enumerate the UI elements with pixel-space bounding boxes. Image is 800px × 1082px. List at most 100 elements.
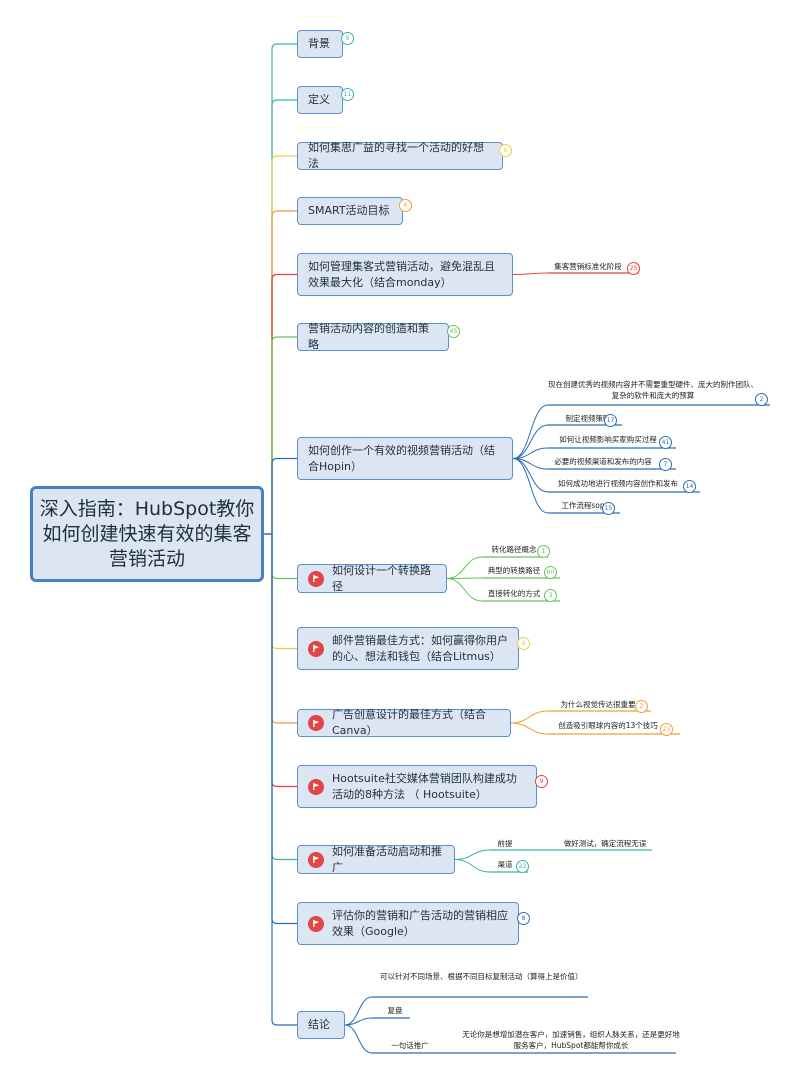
collapsed-count-badge[interactable]: 23 xyxy=(660,723,673,736)
branch-topic[interactable]: 如何管理集客式营销活动，避免混乱且效果最大化（结合monday） xyxy=(297,253,513,296)
branch-label: Hootsuite社交媒体营销团队构建成功活动的8种方法 （ Hootsuite… xyxy=(332,771,517,801)
branch-label: 结论 xyxy=(308,1018,330,1031)
connector-line xyxy=(271,534,297,788)
branch-topic[interactable]: 如何集思广益的寻找一个活动的好想法 xyxy=(297,141,503,170)
collapsed-count-badge[interactable]: 5 xyxy=(341,32,354,45)
collapsed-count-badge[interactable]: 25 xyxy=(627,262,640,275)
branch-topic[interactable]: 定义 xyxy=(297,86,343,114)
leaf-topic[interactable]: 无论你是想增加潜在客户，加速销售，组织人脉关系，还是更好地服务客户，HubSpo… xyxy=(462,1030,680,1050)
connector-line xyxy=(271,336,297,534)
connector-line xyxy=(446,578,483,602)
leaf-topic[interactable]: 创造吸引眼球内容的13个技巧 xyxy=(558,721,658,730)
leaf-topic[interactable]: 制定视频策略 xyxy=(565,414,611,423)
collapsed-count-badge[interactable]: 6 xyxy=(499,144,512,157)
flag-icon xyxy=(308,640,324,657)
leaf-topic[interactable]: 做好测试，确定流程无误 xyxy=(563,839,647,848)
leaf-topic[interactable]: 直接转化的方式 xyxy=(487,589,541,598)
flag-icon xyxy=(308,915,324,932)
branch-topic[interactable]: 邮件营销最佳方式：如何赢得你用户的心、想法和钱包（结合Litmus） xyxy=(297,627,519,670)
leaf-topic[interactable]: 典型的转换路径 xyxy=(487,566,541,575)
leaf-topic[interactable]: 工作流程sop xyxy=(561,501,605,510)
collapsed-count-badge[interactable]: 17 xyxy=(604,414,617,427)
leaf-topic[interactable]: 为什么视觉传达很重要 xyxy=(560,700,636,709)
connector-line xyxy=(271,534,297,650)
root-topic[interactable]: 深入指南：HubSpot教你如何创建快速有效的集客营销活动 xyxy=(30,486,264,582)
collapsed-count-badge[interactable]: 9 xyxy=(535,775,548,788)
connector-line xyxy=(271,43,297,534)
connector-line xyxy=(454,849,491,860)
collapsed-count-badge[interactable]: 8 xyxy=(517,637,530,650)
connector-line xyxy=(344,1017,373,1026)
branch-topic[interactable]: 评估你的营销和广告活动的营销相应效果（Google） xyxy=(297,902,519,945)
leaf-topic[interactable]: 渠道 xyxy=(497,860,513,869)
leaf-topic[interactable]: 现在创建优秀的视频内容并不需要重型硬件、庞大的制作团队、复杂的软件和庞大的预算 xyxy=(548,380,758,400)
branch-label: 如何管理集客式营销活动，避免混乱且效果最大化（结合monday） xyxy=(308,259,495,289)
connector-line xyxy=(271,534,297,580)
connector-line xyxy=(446,577,483,579)
branch-topic[interactable]: 广告创意设计的最佳方式（结合Canva） xyxy=(297,708,511,737)
flag-icon xyxy=(308,570,324,587)
collapsed-count-badge[interactable]: 60 xyxy=(544,566,557,579)
leaf-topic[interactable]: 必要的视频渠道和发布的内容 xyxy=(554,457,652,466)
connector-line xyxy=(271,534,297,925)
branch-topic[interactable]: Hootsuite社交媒体营销团队构建成功活动的8种方法 （ Hootsuite… xyxy=(297,765,537,808)
leaf-topic[interactable]: 集客营销标准化阶段 xyxy=(554,262,622,271)
branch-topic[interactable]: 如何准备活动启动和推广 xyxy=(297,845,455,874)
collapsed-count-badge[interactable]: 7 xyxy=(659,458,672,471)
branch-topic[interactable]: 营销活动内容的创造和策略 xyxy=(297,322,449,351)
leaf-topic[interactable]: 如何成功地进行视频内容创作和发布 xyxy=(558,479,678,488)
leaf-topic[interactable]: 如何让视频影响买家购买过程 xyxy=(559,435,657,444)
collapsed-count-badge[interactable]: 41 xyxy=(659,436,672,449)
collapsed-count-badge[interactable]: 14 xyxy=(683,480,696,493)
connector-line xyxy=(512,272,549,275)
collapsed-count-badge[interactable]: 22 xyxy=(516,860,529,873)
branch-topic[interactable]: 结论 xyxy=(297,1011,345,1039)
branch-topic[interactable]: 背景 xyxy=(297,30,343,58)
collapsed-count-badge[interactable]: 8 xyxy=(517,912,530,925)
collapsed-count-badge[interactable]: 2 xyxy=(635,700,648,713)
connector-line xyxy=(510,722,549,735)
leaf-topic[interactable]: 前提 xyxy=(497,839,513,848)
flag-icon xyxy=(308,715,324,731)
branch-label: 邮件营销最佳方式：如何赢得你用户的心、想法和钱包（结合Litmus） xyxy=(332,633,508,663)
collapsed-count-badge[interactable]: 6 xyxy=(399,199,412,212)
collapsed-count-badge[interactable]: 3 xyxy=(544,589,557,602)
branch-label: 如何准备活动启动和推广 xyxy=(332,844,442,874)
branch-topic[interactable]: 如何创作一个有效的视频营销活动（结合Hopin） xyxy=(297,437,513,480)
collapsed-count-badge[interactable]: 45 xyxy=(447,325,460,338)
collapsed-count-badge[interactable]: 2 xyxy=(755,393,768,406)
connector-line xyxy=(271,534,297,724)
branch-label: SMART活动目标 xyxy=(308,204,390,217)
connector-line xyxy=(344,996,373,1026)
flag-icon xyxy=(308,778,324,795)
connector-line xyxy=(512,404,549,459)
connector-line xyxy=(446,556,483,579)
branch-label: 如何设计一个转换路径 xyxy=(332,563,431,593)
leaf-topic[interactable]: 转化路径概念 xyxy=(491,545,537,554)
branch-label: 如何集思广益的寻找一个活动的好想法 xyxy=(308,141,484,170)
connector-line xyxy=(512,458,549,514)
connector-line xyxy=(512,424,549,459)
branch-label: 广告创意设计的最佳方式（结合Canva） xyxy=(332,708,486,737)
flag-icon xyxy=(308,851,324,868)
connector-line xyxy=(271,534,297,861)
collapsed-count-badge[interactable]: 15 xyxy=(602,502,615,515)
connector-line xyxy=(271,99,297,534)
leaf-topic[interactable]: 一句话推广 xyxy=(391,1041,429,1050)
leaf-topic[interactable]: 复盘 xyxy=(387,1006,403,1015)
connector-line xyxy=(510,710,549,724)
leaf-topic[interactable]: 可以针对不同场景、根据不同目标复制活动（算得上是价值） xyxy=(380,972,583,981)
branch-label: 评估你的营销和广告活动的营销相应效果（Google） xyxy=(332,908,508,938)
branch-label: 背景 xyxy=(308,37,330,50)
branch-label: 定义 xyxy=(308,93,330,106)
collapsed-count-badge[interactable]: 11 xyxy=(341,88,354,101)
connector-line xyxy=(271,273,297,534)
collapsed-count-badge[interactable]: 1 xyxy=(537,545,550,558)
branch-topic[interactable]: 如何设计一个转换路径 xyxy=(297,564,447,593)
connector-line xyxy=(271,457,297,534)
branch-topic[interactable]: SMART活动目标 xyxy=(297,197,403,225)
connector-line xyxy=(512,447,549,459)
connector-line xyxy=(271,155,297,534)
branch-label: 如何创作一个有效的视频营销活动（结合Hopin） xyxy=(308,443,495,473)
